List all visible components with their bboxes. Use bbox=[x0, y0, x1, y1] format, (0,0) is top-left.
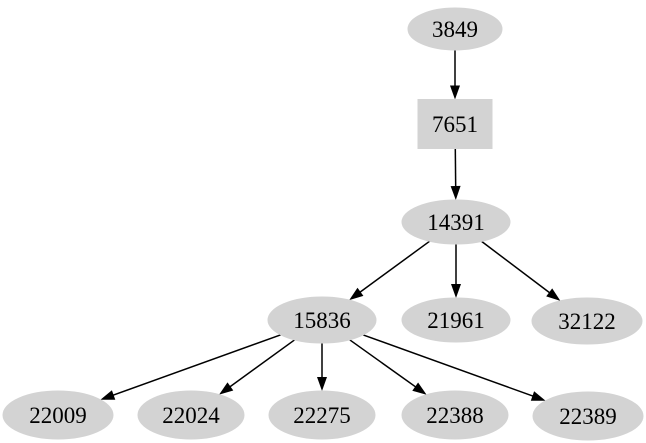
edge-3849-7651 bbox=[450, 50, 460, 100]
node-ellipse-shape bbox=[137, 390, 245, 440]
edge-15836-22009 bbox=[100, 334, 282, 400]
arrowhead-icon bbox=[530, 391, 546, 401]
arrowhead-icon bbox=[412, 382, 427, 395]
node-22389: 22389 bbox=[532, 391, 644, 441]
node-21961: 21961 bbox=[401, 297, 511, 343]
node-ellipse-shape bbox=[401, 199, 511, 245]
arrowhead-icon bbox=[451, 284, 461, 298]
node-22275: 22275 bbox=[268, 390, 376, 440]
node-ellipse-shape bbox=[401, 297, 511, 343]
node-label: 3849 bbox=[432, 17, 478, 42]
node-label: 22009 bbox=[29, 403, 87, 428]
node-22388: 22388 bbox=[401, 390, 509, 440]
node-label: 14391 bbox=[427, 210, 485, 235]
arrowhead-icon bbox=[100, 390, 116, 400]
node-ellipse-shape bbox=[407, 7, 503, 51]
arrowhead-icon bbox=[450, 85, 460, 100]
node-3849: 3849 bbox=[407, 7, 503, 51]
arrowhead-icon bbox=[349, 287, 364, 301]
node-label: 32122 bbox=[558, 309, 616, 334]
edge-line bbox=[228, 339, 296, 389]
edge-line bbox=[481, 240, 552, 295]
edge-7651-14391 bbox=[450, 148, 461, 200]
node-label: 21961 bbox=[427, 308, 485, 333]
edge-14391-21961 bbox=[451, 244, 461, 298]
edge-15836-22389 bbox=[362, 334, 546, 401]
arrowhead-icon bbox=[450, 185, 461, 200]
node-label: 22389 bbox=[559, 404, 617, 429]
arrowhead-icon bbox=[546, 288, 561, 301]
node-ellipse-shape bbox=[532, 391, 644, 441]
edge-line bbox=[111, 334, 282, 397]
node-ellipse-shape bbox=[531, 297, 643, 345]
edge-14391-32122 bbox=[481, 240, 561, 301]
node-ellipse-shape bbox=[267, 296, 377, 344]
node-ellipse-shape bbox=[268, 390, 376, 440]
edge-line bbox=[358, 240, 431, 294]
node-32122: 32122 bbox=[531, 297, 643, 345]
node-label: 7651 bbox=[432, 112, 478, 137]
arrowhead-icon bbox=[219, 382, 234, 395]
node-label: 22388 bbox=[426, 403, 484, 428]
edge-15836-22388 bbox=[349, 339, 427, 395]
edge-15836-22024 bbox=[219, 339, 296, 395]
node-label: 15836 bbox=[293, 308, 351, 333]
node-label: 22275 bbox=[293, 403, 351, 428]
edge-line bbox=[362, 334, 535, 398]
node-label: 22024 bbox=[162, 403, 220, 428]
node-ellipse-shape bbox=[2, 390, 114, 440]
node-ellipse-shape bbox=[401, 390, 509, 440]
node-22024: 22024 bbox=[137, 390, 245, 440]
node-box-shape bbox=[417, 99, 493, 149]
node-7651: 7651 bbox=[417, 99, 493, 149]
edge-14391-15836 bbox=[349, 240, 431, 301]
arrowhead-icon bbox=[317, 377, 327, 391]
node-15836: 15836 bbox=[267, 296, 377, 344]
edge-line bbox=[349, 339, 418, 389]
node-22009: 22009 bbox=[2, 390, 114, 440]
edge-15836-22275 bbox=[317, 343, 327, 391]
node-14391: 14391 bbox=[401, 199, 511, 245]
